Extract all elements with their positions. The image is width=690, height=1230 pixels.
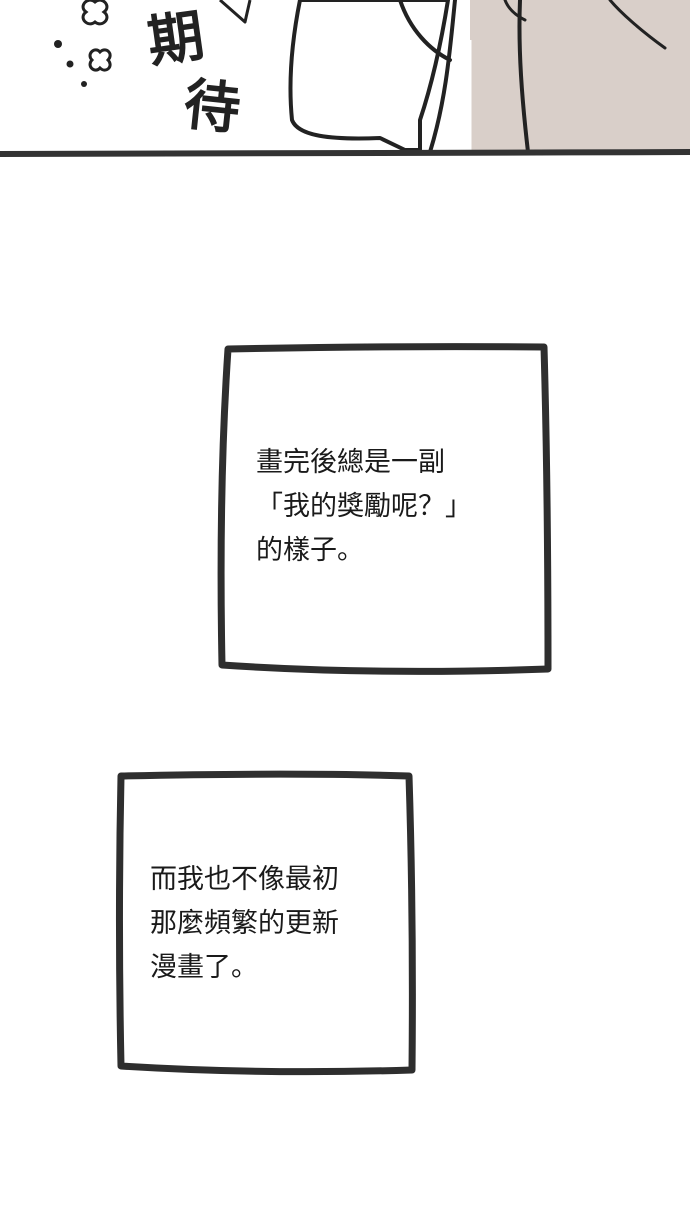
panel-artwork: [0, 0, 690, 157]
sparkle-dots-icon: [54, 40, 87, 87]
fold-line: [398, 0, 452, 62]
pointer-shape: [219, 0, 252, 24]
collar-line: [503, 0, 527, 22]
caption-line: 漫畫了。: [150, 952, 258, 983]
sound-effect-text: 期 待: [144, 3, 268, 148]
caption-box-1: 畫完後總是一副 「我的獎勵呢？」 的樣子。: [216, 343, 552, 677]
caption-line: 而我也不像最初: [150, 864, 339, 895]
caption-text-1: 畫完後總是一副 「我的獎勵呢？」 的樣子。: [256, 441, 472, 573]
hair-line: [608, 0, 667, 50]
caption-text-2: 而我也不像最初 那麼頻繁的更新 漫畫了。: [150, 858, 339, 990]
sparkle-icon: [81, 0, 112, 72]
panel-border: [0, 149, 690, 157]
caption-line: 的樣子。: [256, 535, 364, 566]
screentone-area: [470, 0, 690, 152]
caption-frame: [217, 343, 552, 675]
comic-panel-illustration: 期 待: [0, 0, 690, 160]
sleeve-shape: [288, 0, 450, 152]
caption-line: 「我的獎勵呢？」: [256, 491, 472, 522]
caption-box-2: 而我也不像最初 那麼頻繁的更新 漫畫了。: [116, 770, 416, 1076]
sfx-char-2: 待: [180, 72, 244, 143]
caption-frame: [116, 770, 416, 1076]
sfx-char-1: 期: [143, 3, 209, 76]
caption-line: 畫完後總是一副: [256, 447, 445, 478]
caption-line: 那麼頻繁的更新: [150, 908, 339, 939]
arm-line: [428, 0, 457, 154]
